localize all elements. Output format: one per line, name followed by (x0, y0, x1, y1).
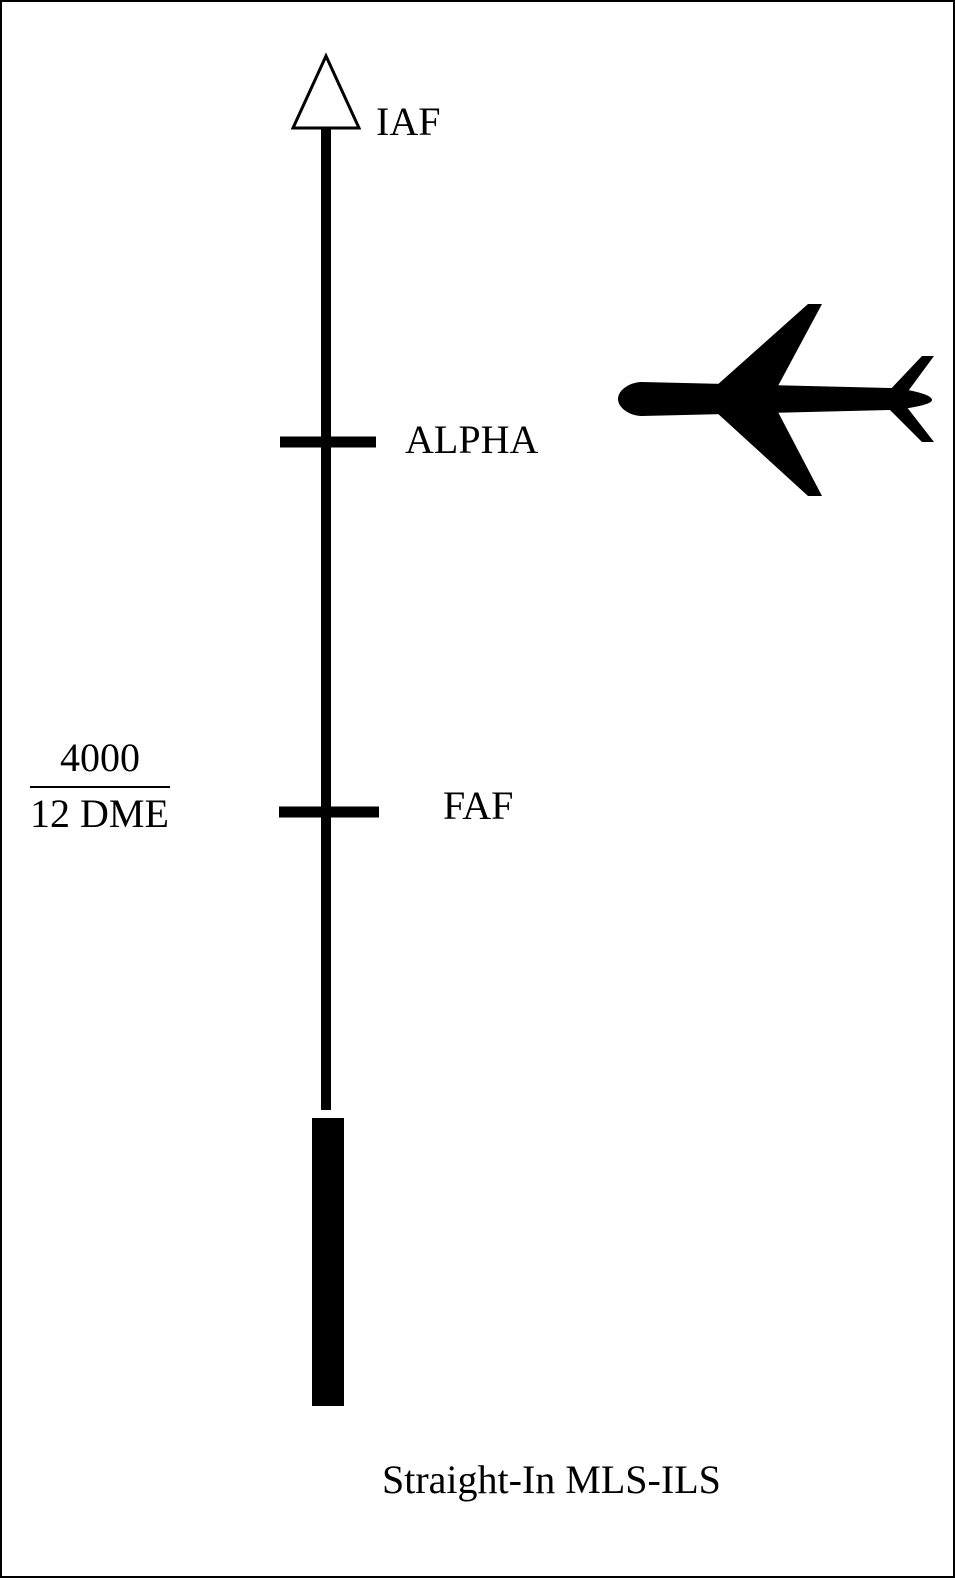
iaf-label: IAF (376, 99, 441, 144)
runway (312, 1118, 344, 1406)
faf-altitude-constraint: 4000 12 DME (30, 738, 180, 834)
faf-label: FAF (443, 783, 514, 828)
fraction-rule (30, 786, 170, 788)
dme-distance: 12 DME (30, 791, 169, 836)
altitude-value: 4000 (60, 735, 140, 780)
alpha-label: ALPHA (405, 417, 539, 462)
airplane-icon (618, 304, 934, 496)
open-triangle-icon (290, 52, 362, 130)
diagram-caption: Straight-In MLS-ILS (382, 1457, 721, 1502)
